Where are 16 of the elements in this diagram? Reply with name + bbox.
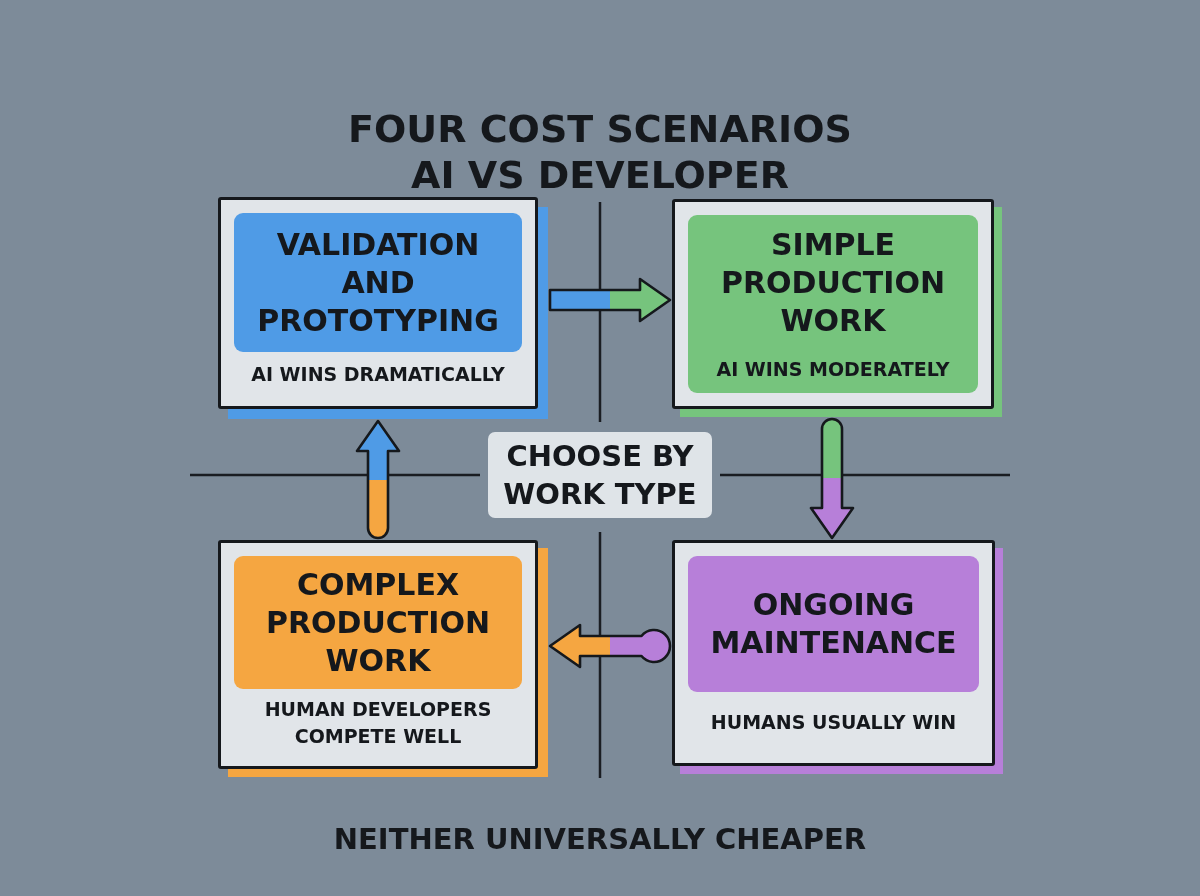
caption: NEITHER UNIVERSALLY CHEAPER — [333, 821, 867, 858]
center-label: CHOOSE BY WORK TYPE — [502, 438, 698, 513]
arrow — [548, 277, 672, 323]
card-subtitle: HUMAN DEVELOPERS COMPETE WELL — [263, 696, 493, 749]
card-heading: COMPLEX PRODUCTION WORK — [264, 565, 492, 680]
card-heading: VALIDATION AND PROTOTYPING — [256, 225, 500, 340]
arrow — [809, 417, 855, 540]
card-subtitle: HUMANS USUALLY WIN — [710, 710, 957, 735]
card-heading: SIMPLE PRODUCTION WORK — [719, 225, 947, 340]
arrow — [548, 623, 672, 669]
card-subtitle: AI WINS MODERATELY — [716, 356, 950, 382]
arrow — [355, 419, 401, 540]
card-subtitle: AI WINS DRAMATICALLY — [251, 361, 505, 387]
card-heading: ONGOING MAINTENANCE — [709, 586, 958, 662]
label-box — [488, 432, 712, 518]
title: FOUR COST SCENARIOS AI VS DEVELOPER — [347, 106, 853, 198]
